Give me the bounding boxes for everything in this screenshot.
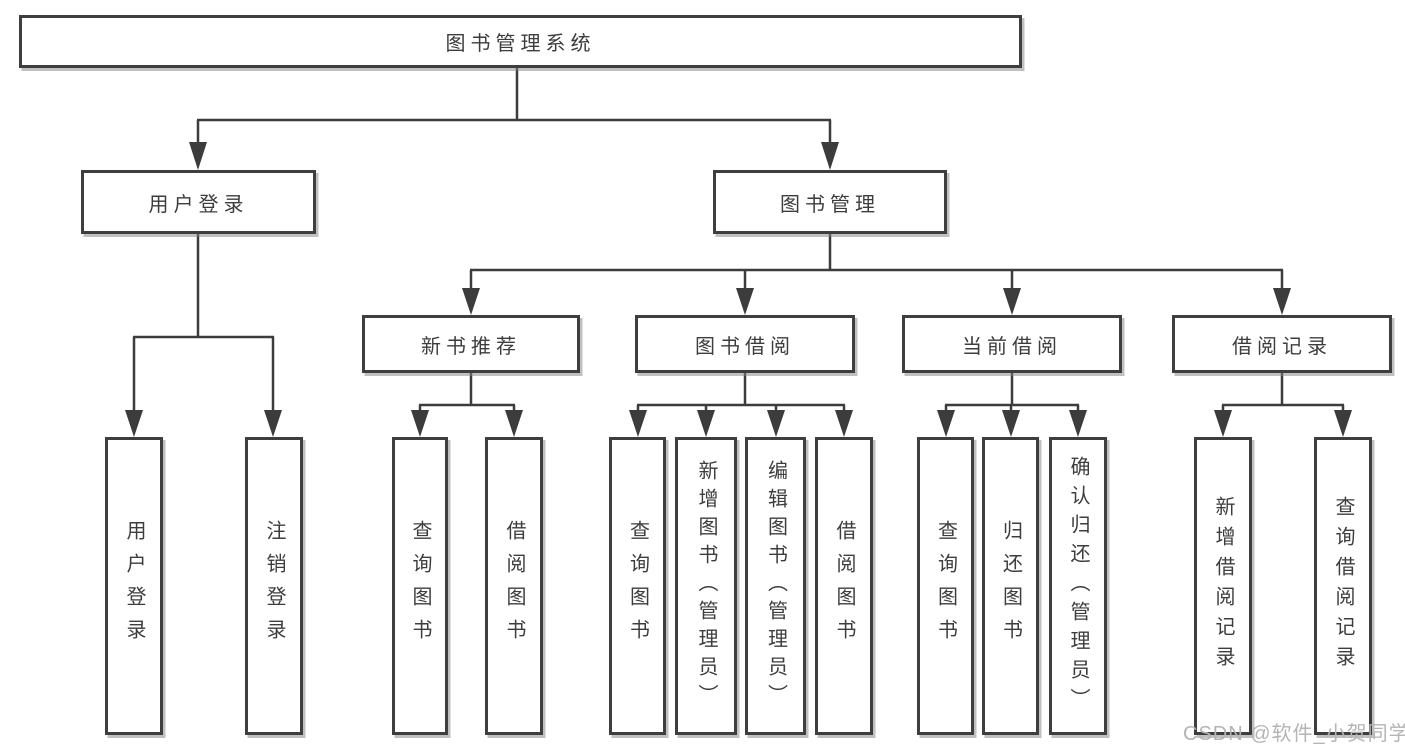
node-root: 图书管理系统 (19, 15, 1022, 68)
node-book-borrow-label: 图书借阅 (695, 335, 795, 358)
node-current-borrow-label: 当前借阅 (962, 335, 1062, 358)
leaf-borrow-borrow-books: 借阅图书 (815, 437, 873, 735)
tree-edges (132, 68, 1345, 412)
leaf-newbook-query-books-label: 查询图书 (409, 520, 431, 652)
leaf-current-confirm-return-admin: 确认归还（管理员） (1049, 437, 1107, 735)
node-user-login-label: 用户登录 (148, 193, 249, 216)
node-borrow-records-label: 借阅记录 (1232, 335, 1332, 358)
arrowhead-icons (125, 142, 1352, 437)
leaf-current-query-books-label: 查询图书 (934, 520, 957, 652)
leaf-logout: 注销登录 (245, 437, 303, 735)
node-new-book-recommend: 新书推荐 (362, 315, 580, 373)
leaf-current-query-books: 查询图书 (917, 437, 974, 735)
leaf-borrow-query-books-label: 查询图书 (626, 520, 649, 652)
leaf-current-confirm-return-admin-label: 确认归还（管理员） (1067, 455, 1089, 717)
leaf-records-add-record: 新增借阅记录 (1194, 437, 1252, 735)
node-borrow-records: 借阅记录 (1172, 315, 1392, 373)
leaf-borrow-add-books-admin-label: 新增图书（管理员） (695, 460, 717, 712)
node-user-login: 用户登录 (81, 170, 316, 234)
leaf-user-login: 用户登录 (105, 437, 163, 735)
leaf-borrow-borrow-books-label: 借阅图书 (833, 520, 855, 652)
node-book-borrow: 图书借阅 (635, 315, 855, 373)
leaf-newbook-borrow-books: 借阅图书 (485, 437, 543, 735)
watermark: CSDN @软件_小贺同学 (1183, 723, 1405, 745)
leaf-newbook-query-books: 查询图书 (392, 437, 448, 735)
leaf-borrow-edit-books-admin-label: 编辑图书（管理员） (764, 460, 787, 712)
leaf-current-return-books-label: 归还图书 (999, 520, 1022, 652)
leaf-logout-label: 注销登录 (263, 520, 285, 652)
leaf-borrow-query-books: 查询图书 (609, 437, 666, 735)
node-book-management: 图书管理 (713, 170, 947, 234)
leaf-borrow-edit-books-admin: 编辑图书（管理员） (745, 437, 806, 735)
leaf-current-return-books: 归还图书 (982, 437, 1039, 735)
leaf-user-login-label: 用户登录 (123, 520, 145, 652)
leaf-records-query-record-label: 查询借阅记录 (1332, 496, 1354, 676)
node-current-borrow: 当前借阅 (902, 315, 1122, 373)
leaf-borrow-add-books-admin: 新增图书（管理员） (675, 437, 737, 735)
leaf-records-query-record: 查询借阅记录 (1314, 437, 1372, 735)
leaf-newbook-borrow-books-label: 借阅图书 (503, 520, 525, 652)
leaf-records-add-record-label: 新增借阅记录 (1212, 496, 1234, 676)
node-root-label: 图书管理系统 (445, 33, 596, 55)
node-book-management-label: 图书管理 (780, 193, 880, 216)
node-new-book-recommend-label: 新书推荐 (421, 335, 521, 358)
